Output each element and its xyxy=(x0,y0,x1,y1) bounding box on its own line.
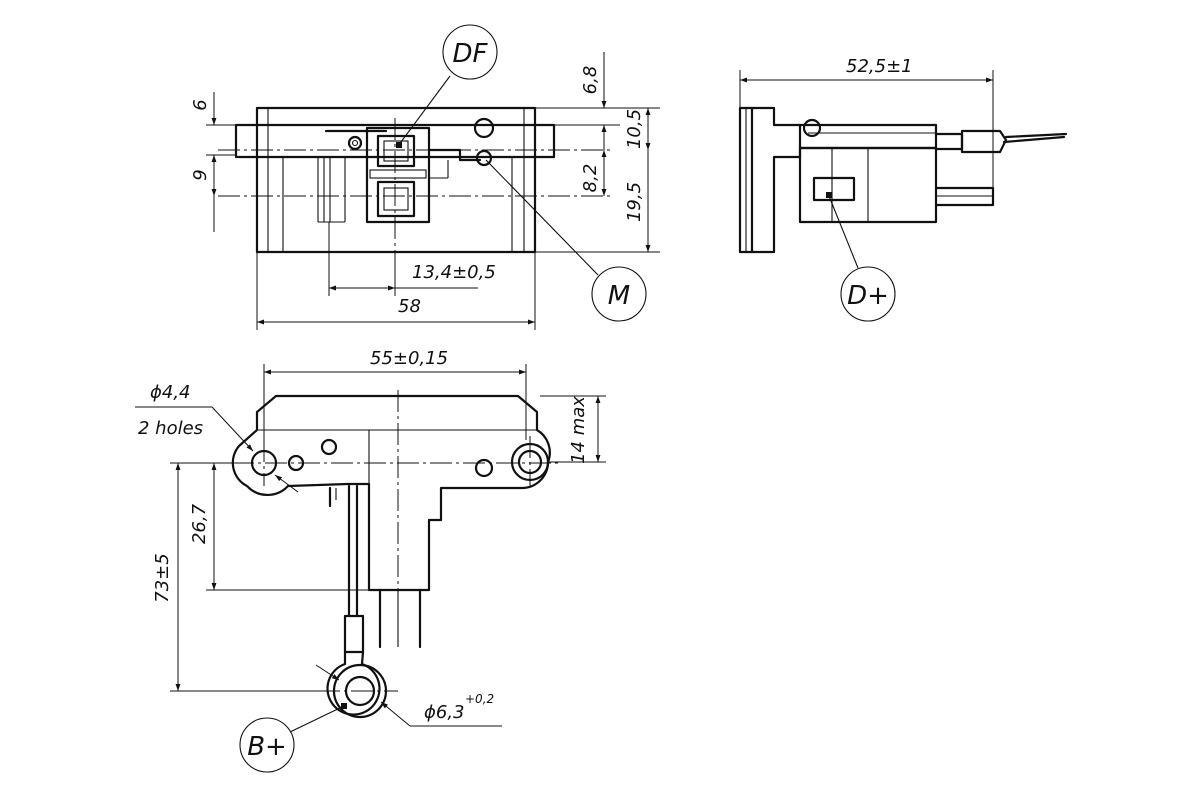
callout-b-plus-circle xyxy=(239,717,295,773)
callout-m-circle xyxy=(591,266,647,322)
front-connector-housing xyxy=(365,126,431,224)
dim-top-26-7: 26,7 xyxy=(189,503,210,544)
callout-d-plus: D+ xyxy=(847,281,889,311)
dim-top-hole-dia: ϕ4,4 xyxy=(150,382,191,403)
callout-m: M xyxy=(608,281,630,311)
dim-front-19-5: 19,5 xyxy=(624,182,645,222)
m-brush-knob xyxy=(473,117,495,139)
d-plus-terminal xyxy=(812,176,856,202)
callout-df-circle xyxy=(442,24,498,80)
dim-top-term-dia: ϕ6,3 xyxy=(424,702,465,723)
df-terminal xyxy=(376,134,416,168)
dim-top-73: 73±5 xyxy=(152,553,173,602)
callout-df: DF xyxy=(453,39,489,69)
callout-d-plus-circle xyxy=(840,266,896,322)
dim-front-8-2: 8,2 xyxy=(580,164,601,193)
top-flange-outline xyxy=(231,394,551,592)
front-view: 6 9 6,8 10,5 8,2 19,5 13,4±0,5 58 DF M xyxy=(190,24,660,330)
dim-front-6: 6 xyxy=(190,99,211,110)
side-view: 52,5±1 D+ xyxy=(738,56,1068,322)
dim-top-holes-count: 2 holes xyxy=(138,418,203,439)
callout-b-plus: B+ xyxy=(247,732,287,762)
dim-front-58: 58 xyxy=(398,296,421,317)
dim-top-term-tol: +0,2 xyxy=(465,692,494,706)
dim-front-13-4: 13,4±0,5 xyxy=(412,262,496,283)
dim-side-52-5: 52,5±1 xyxy=(846,56,913,77)
dim-top-55: 55±0,15 xyxy=(370,348,448,369)
top-view: 55±0,15 14 max ϕ4,4 2 holes 26,7 73±5 ϕ6… xyxy=(135,348,606,773)
dim-top-14max: 14 max xyxy=(568,396,589,464)
dim-front-10-5: 10,5 xyxy=(624,109,645,149)
dim-front-6-8: 6,8 xyxy=(580,66,601,95)
side-wire-terminal xyxy=(960,129,1008,154)
front-body-outline xyxy=(255,106,537,254)
dim-front-9: 9 xyxy=(190,169,211,180)
